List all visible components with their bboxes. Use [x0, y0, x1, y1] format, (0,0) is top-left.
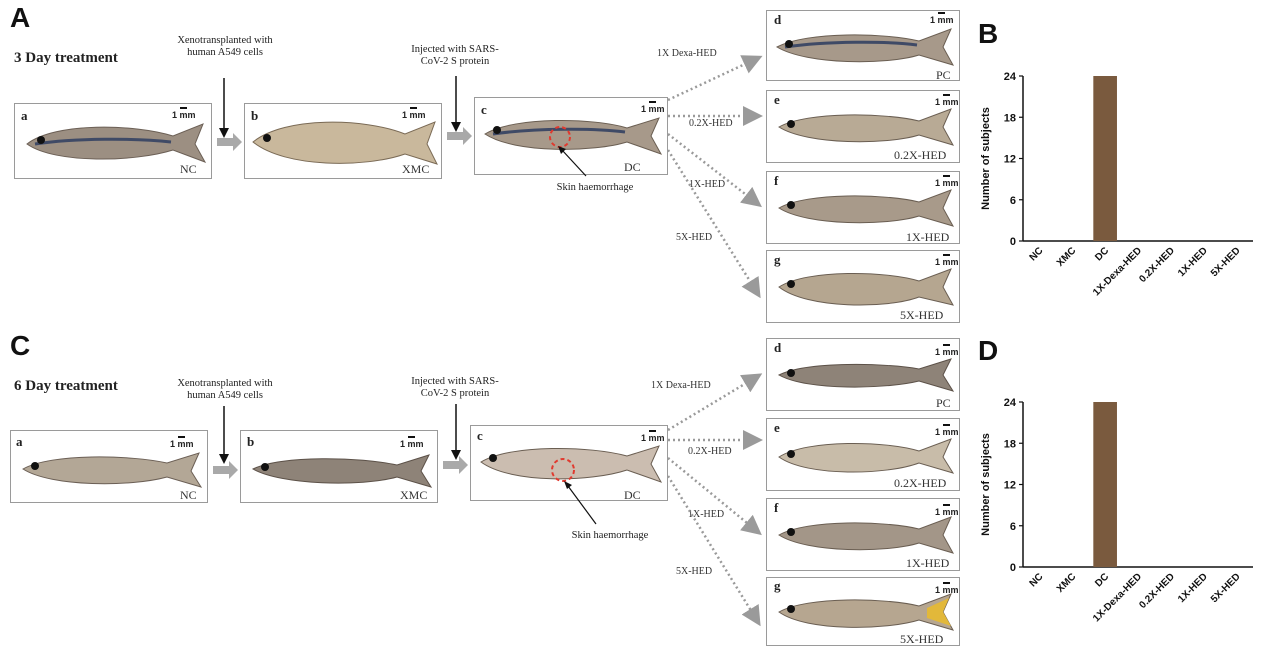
gray-step-arrow: [217, 133, 242, 151]
bar-dc: [1093, 402, 1117, 567]
dotted-arrow: [668, 150, 758, 294]
x-tick-label: DC: [1093, 571, 1111, 589]
panel-letter-d: D: [978, 335, 998, 367]
panel-letter-b: B: [978, 18, 998, 50]
y-tick-label: 0: [1010, 236, 1016, 248]
y-tick-label: 12: [1004, 154, 1016, 166]
dotted-arrow: [668, 458, 758, 532]
x-tick-label: 5X-HED: [1209, 245, 1243, 279]
y-tick-label: 6: [1010, 195, 1016, 207]
dotted-arrow: [668, 476, 758, 622]
bar-dc: [1093, 76, 1117, 241]
x-tick-label: 0.2X-HED: [1137, 245, 1177, 285]
x-tick-label: 1X-HED: [1176, 245, 1210, 279]
dotted-arrow: [668, 58, 758, 100]
y-tick-label: 0: [1010, 562, 1016, 574]
x-tick-label: NC: [1028, 571, 1046, 589]
dotted-arrow: [668, 376, 758, 430]
y-tick-label: 18: [1004, 438, 1016, 450]
y-tick-label: 6: [1010, 521, 1016, 533]
x-tick-label: 5X-HED: [1209, 571, 1243, 605]
y-axis-label: Number of subjects: [980, 433, 992, 536]
y-axis-label: Number of subjects: [980, 107, 992, 210]
y-tick-label: 24: [1004, 397, 1017, 409]
x-tick-label: XMC: [1055, 571, 1079, 595]
y-tick-label: 18: [1004, 112, 1016, 124]
x-tick-label: NC: [1028, 245, 1046, 263]
x-tick-label: DC: [1093, 245, 1111, 263]
dotted-arrow: [668, 134, 758, 204]
gray-step-arrow: [213, 461, 238, 479]
y-tick-label: 12: [1004, 480, 1016, 492]
x-tick-label: 1X-HED: [1176, 571, 1210, 605]
gray-step-arrow: [447, 127, 472, 145]
x-tick-label: XMC: [1055, 245, 1079, 269]
y-tick-label: 24: [1004, 71, 1017, 83]
x-tick-label: 0.2X-HED: [1137, 571, 1177, 611]
